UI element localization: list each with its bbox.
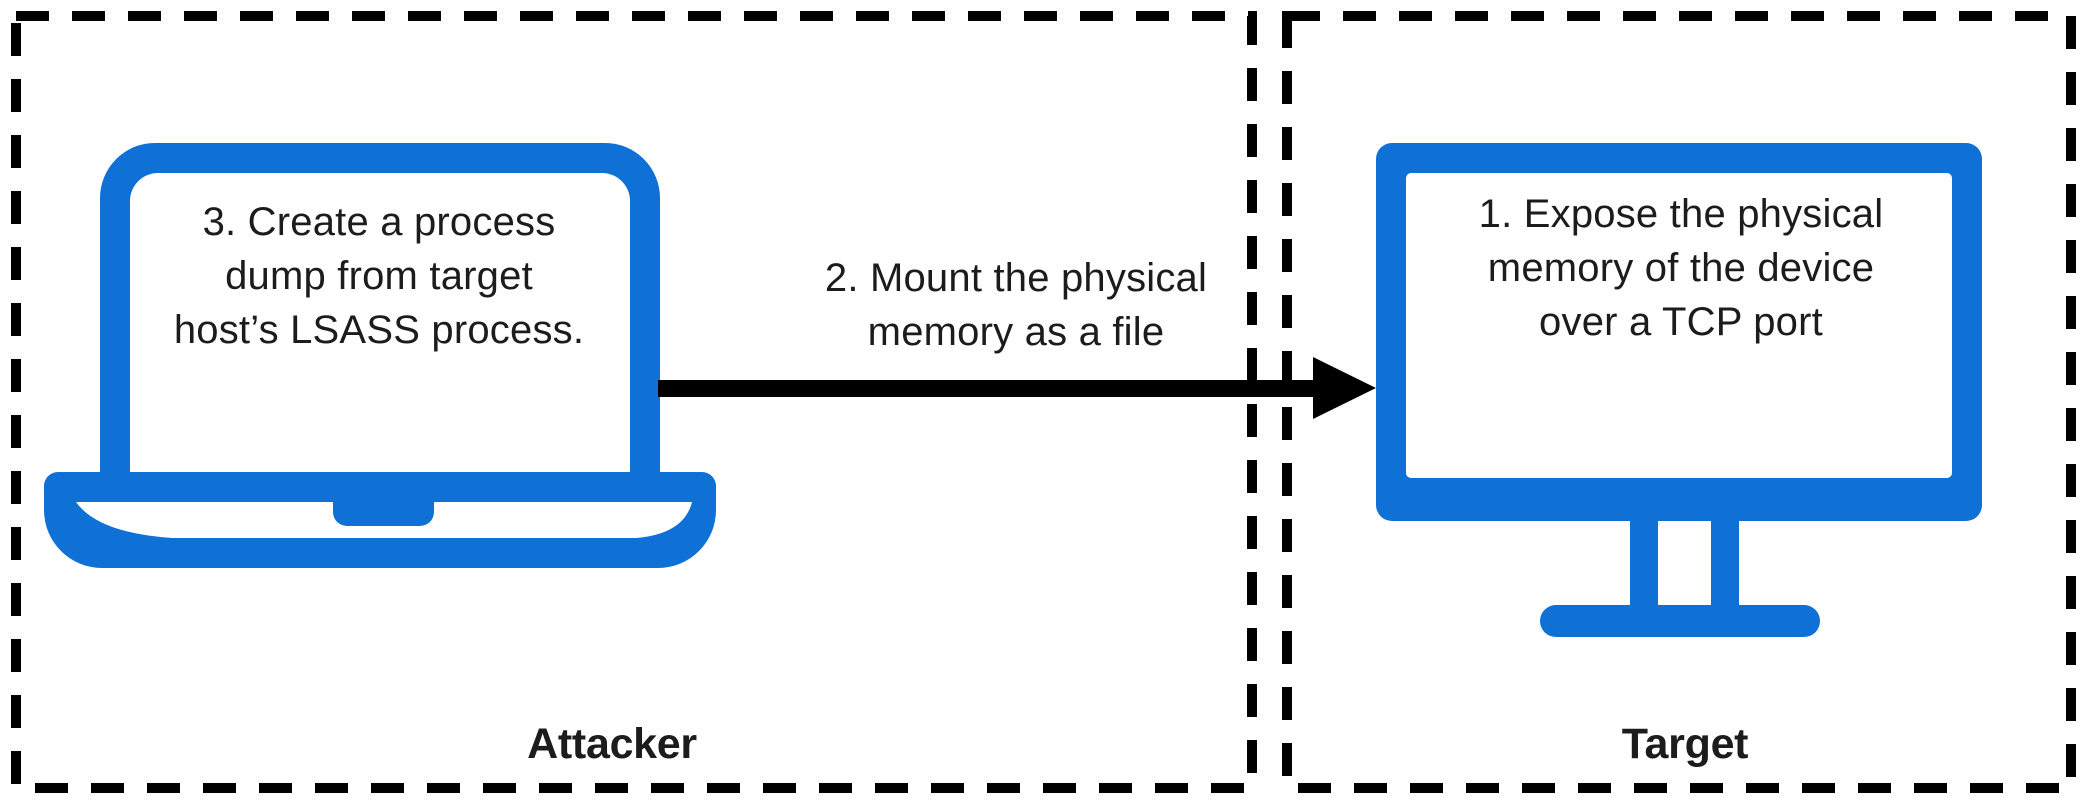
laptop-keyboard-slot [76,502,692,538]
laptop-base [44,472,716,568]
target-zone-border [1282,11,2076,793]
connection-label: 2. Mount the physical memory as a file [825,251,1207,359]
attacker-step-line-2: dump from target [225,254,533,298]
attacker-zone-border [11,11,1257,793]
target-step-text: 1. Expose the physical memory of the dev… [1479,187,1884,349]
monitor-stand-base [1540,605,1820,637]
arrow-right-icon [658,357,1376,419]
monitor-stand-left-leg [1630,521,1658,609]
laptop-screen [130,173,630,500]
arrow-shaft [658,380,1316,397]
monitor-stand-right-leg [1711,521,1739,609]
target-step-line-1: 1. Expose the physical [1478,192,1884,236]
target-step-line-2: memory of the device [1487,246,1875,290]
monitor-icon [1376,143,1982,637]
connection-label-line-2: memory as a file [867,310,1165,354]
attacker-step-line-1: 3. Create a process [202,200,556,244]
target-step-line-3: over a TCP port [1539,300,1823,344]
attacker-step-text: 3. Create a process dump from target hos… [174,195,584,357]
attacker-zone-label: Attacker [527,720,697,768]
arrow-head [1313,357,1376,419]
monitor-screen [1406,173,1952,478]
attacker-step-line-3: host’s LSASS process. [173,308,585,352]
laptop-icon [44,143,716,568]
connection-label-line-1: 2. Mount the physical [824,256,1208,300]
target-zone-label: Target [1621,720,1749,768]
